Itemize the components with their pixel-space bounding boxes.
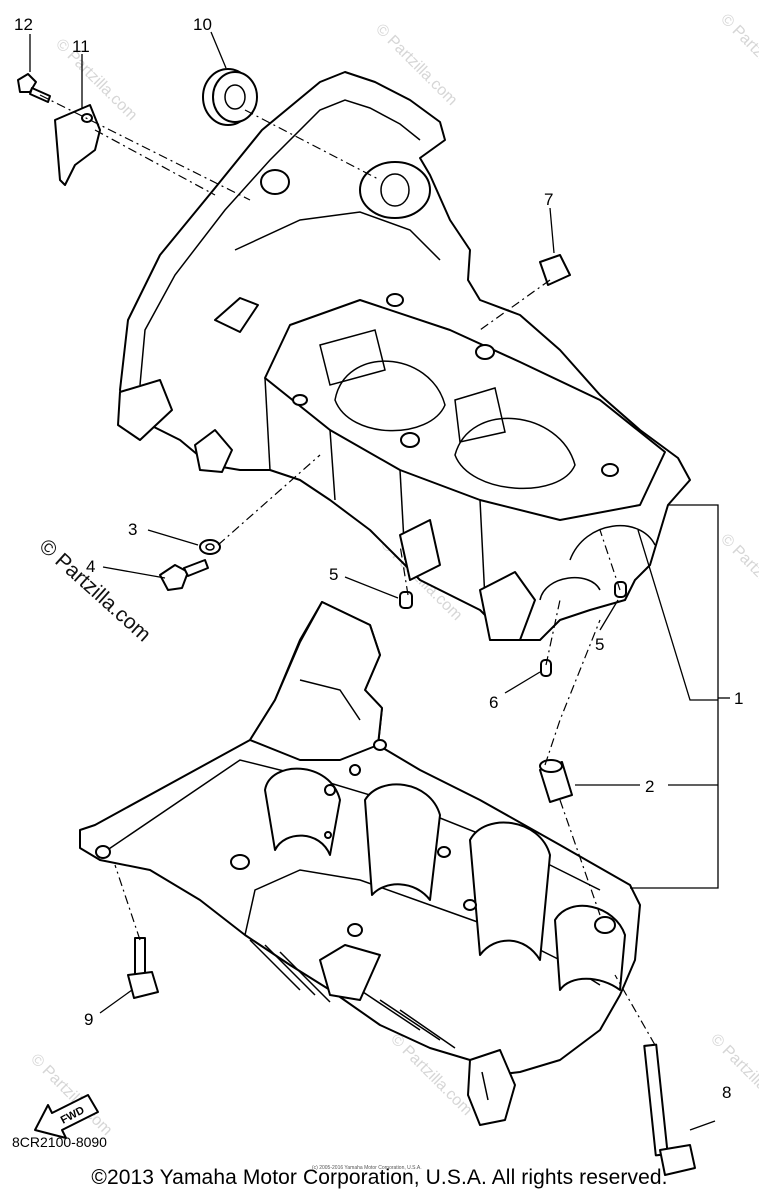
tiny-copyright: (c) 2005-2016 Yamaha Motor Corporation, …: [312, 1165, 422, 1171]
callout-3: 3: [128, 520, 137, 539]
bolt-8-part: [643, 1043, 696, 1176]
callout-1: 1: [734, 689, 743, 708]
copyright-footer: ©2013 Yamaha Motor Corporation, U.S.A. A…: [91, 1166, 668, 1189]
bolt-9-part: [127, 937, 159, 999]
drawing-code: 8CR2100-8090: [12, 1134, 107, 1150]
assembly-lines: [39, 94, 656, 1046]
callout-8: 8: [722, 1083, 731, 1102]
watermark: © Partzilla.com: [717, 531, 759, 619]
callout-11: 11: [72, 37, 90, 56]
dowel-6-part: [540, 659, 552, 677]
callout-labels: 12 11 10 7 3 4 5 5 6 1 2 9 8: [14, 15, 743, 1102]
screw-4-part: [159, 559, 209, 591]
watermark: © Partzilla.com: [717, 11, 759, 99]
callout-6: 6: [489, 693, 498, 712]
dowel-5-part: [399, 581, 627, 609]
watermark: © Partzilla.com: [707, 1031, 759, 1119]
watermark: © Partzilla.com: [52, 36, 140, 124]
side-watermark: © Partzilla.com: [35, 535, 156, 647]
callout-4: 4: [86, 557, 95, 576]
leader-lines: [29, 31, 730, 1131]
callout-5a: 5: [329, 565, 338, 584]
lower-crankcase: [79, 601, 641, 1126]
cap-2-part: [539, 759, 573, 803]
plug-7-part: [539, 254, 571, 286]
bracket-part: [54, 104, 101, 186]
callout-12: 12: [14, 15, 33, 34]
washer-3-part: [199, 539, 221, 555]
forward-arrow-icon: FWD: [34, 1094, 99, 1139]
bearing-part: [202, 68, 258, 126]
upper-crankcase: [117, 71, 691, 641]
callout-10: 10: [193, 15, 212, 34]
callout-7: 7: [544, 190, 553, 209]
callout-2: 2: [645, 777, 654, 796]
callout-9: 9: [84, 1010, 93, 1029]
callout-5b: 5: [595, 635, 604, 654]
